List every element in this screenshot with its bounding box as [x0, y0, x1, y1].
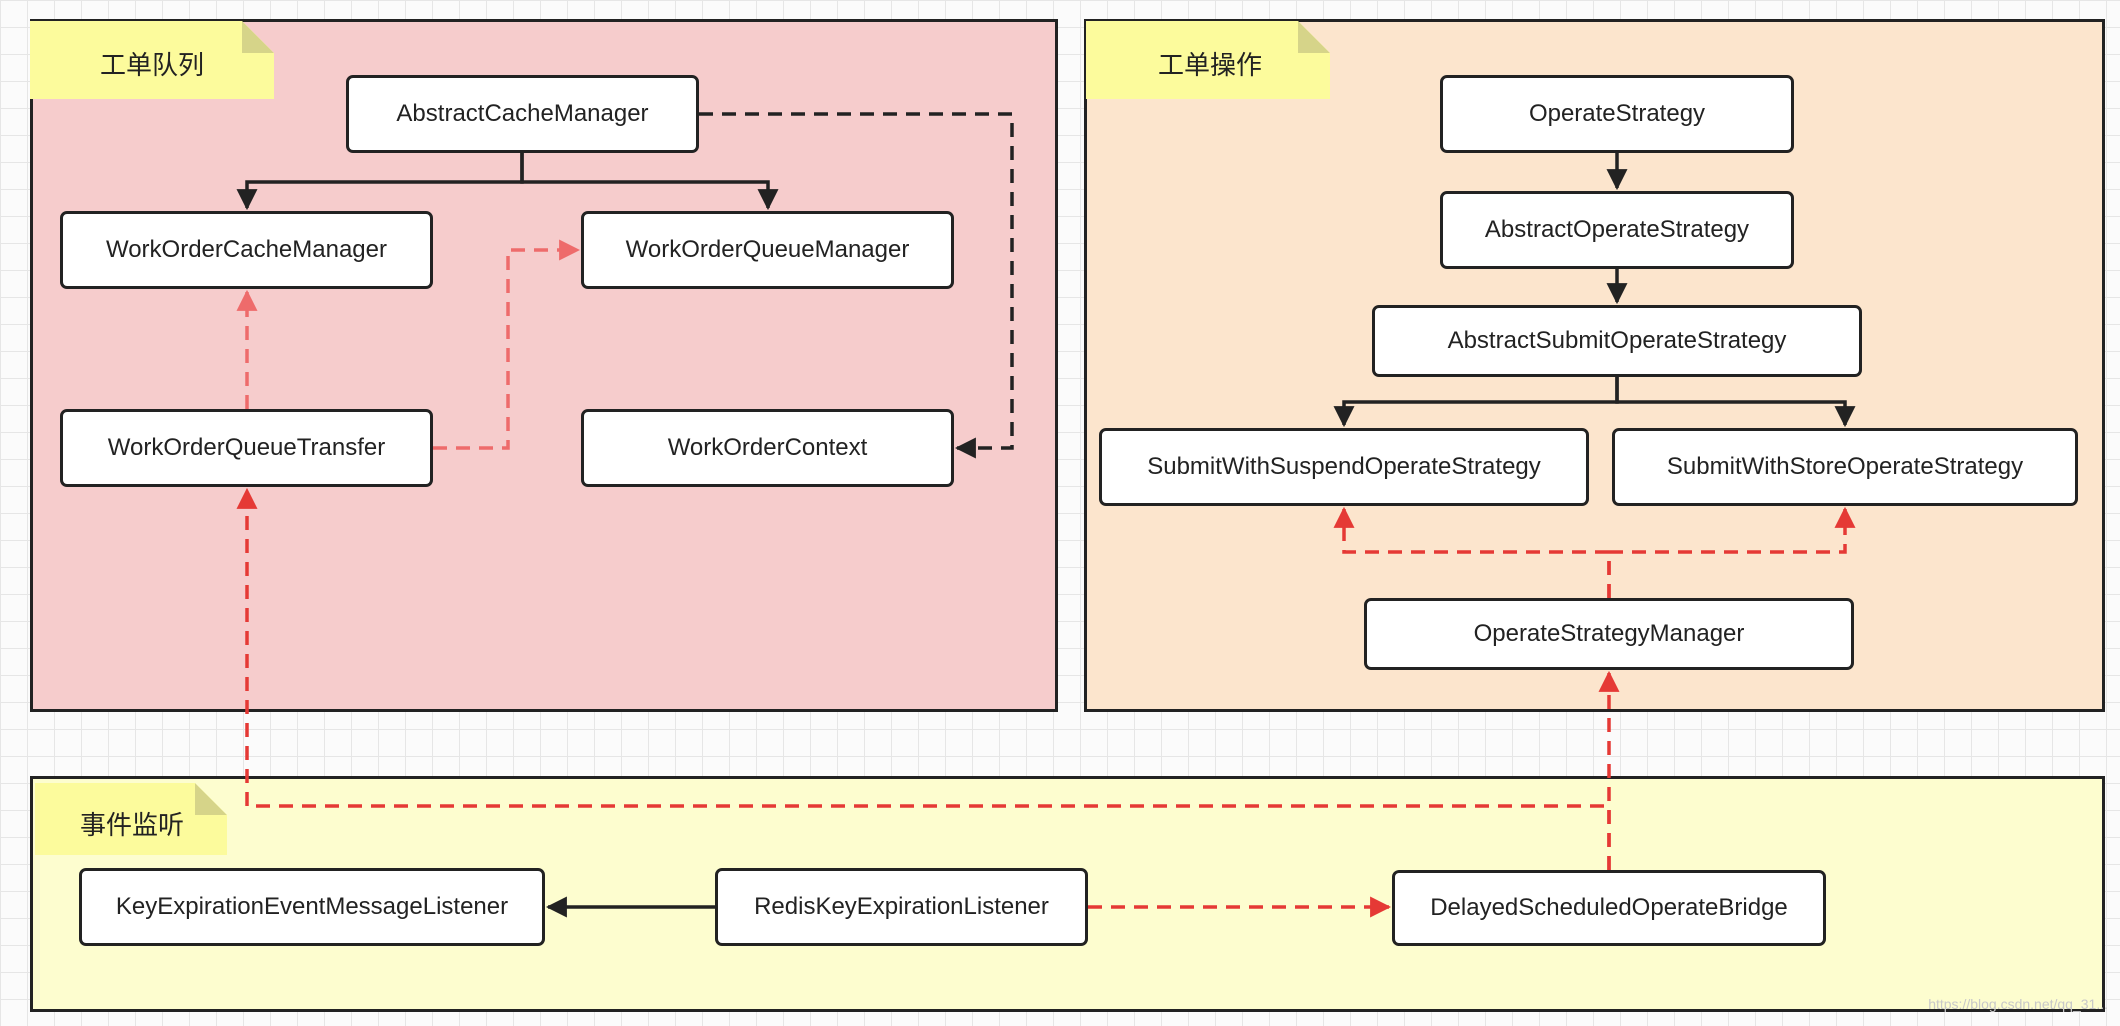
note-event-listener: 事件监听 [35, 783, 227, 855]
note-work-order-queue: 工单队列 [30, 21, 274, 99]
group-title-work-order-operation: 工单操作 [1158, 50, 1263, 80]
node-abstract-submit-operate-strategy[interactable]: AbstractSubmitOperateStrategy [1372, 305, 1862, 377]
node-operate-strategy-manager[interactable]: OperateStrategyManager [1364, 598, 1854, 670]
node-submit-with-store-operate-strategy[interactable]: SubmitWithStoreOperateStrategy [1612, 428, 2078, 506]
group-title-work-order-queue: 工单队列 [100, 50, 205, 80]
node-abstract-cache-manager[interactable]: AbstractCacheManager [346, 75, 699, 153]
node-work-order-queue-transfer[interactable]: WorkOrderQueueTransfer [60, 409, 433, 487]
group-title-event-listener: 事件监听 [80, 810, 185, 840]
node-redis-key-expiration-listener[interactable]: RedisKeyExpirationListener [715, 868, 1088, 946]
node-work-order-context[interactable]: WorkOrderContext [581, 409, 954, 487]
note-work-order-operation: 工单操作 [1086, 21, 1330, 99]
node-abstract-operate-strategy[interactable]: AbstractOperateStrategy [1440, 191, 1794, 269]
node-operate-strategy[interactable]: OperateStrategy [1440, 75, 1794, 153]
node-work-order-cache-manager[interactable]: WorkOrderCacheManager [60, 211, 433, 289]
watermark: https://blog.csdn.net/qq_31... [1928, 996, 2108, 1012]
node-work-order-queue-manager[interactable]: WorkOrderQueueManager [581, 211, 954, 289]
node-key-expiration-event-message-listener[interactable]: KeyExpirationEventMessageListener [79, 868, 545, 946]
node-delayed-scheduled-operate-bridge[interactable]: DelayedScheduledOperateBridge [1392, 870, 1826, 946]
node-submit-with-suspend-operate-strategy[interactable]: SubmitWithSuspendOperateStrategy [1099, 428, 1589, 506]
